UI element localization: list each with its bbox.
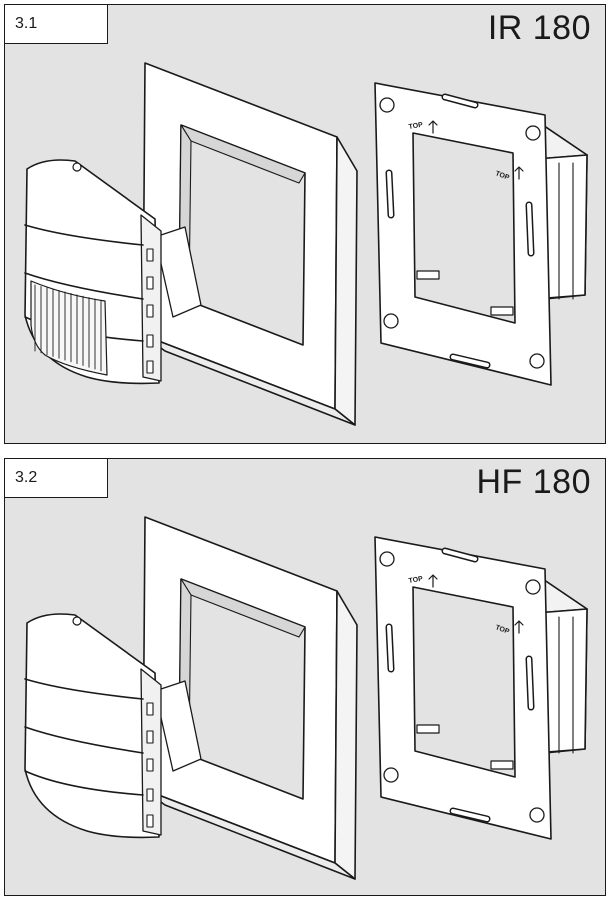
- mounting-plate: TOP TOP: [374, 82, 552, 386]
- figure-number: 3.1: [5, 5, 108, 44]
- figure-panel-3-2: 3.2 HF 180 TOP TOP: [4, 458, 606, 896]
- model-label: IR 180: [487, 9, 591, 47]
- sensor-unit: [24, 159, 202, 385]
- figure-number: 3.2: [5, 459, 108, 498]
- sensor-unit: [24, 613, 202, 839]
- figure-panel-3-1: 3.1 IR 180 TOP TOP: [4, 4, 606, 444]
- ir-sensor-window: [30, 280, 108, 376]
- top-marker-label: TOP: [494, 624, 510, 636]
- top-marker-label: TOP: [408, 122, 424, 131]
- top-marker-label: TOP: [408, 576, 424, 585]
- mounting-plate: TOP TOP: [374, 536, 552, 840]
- top-marker-label: TOP: [494, 170, 510, 182]
- model-label: HF 180: [476, 463, 591, 501]
- cover-frame: [142, 62, 358, 426]
- assembly-illustration: TOP TOP: [24, 62, 588, 426]
- assembly-illustration: TOP TOP: [24, 516, 588, 880]
